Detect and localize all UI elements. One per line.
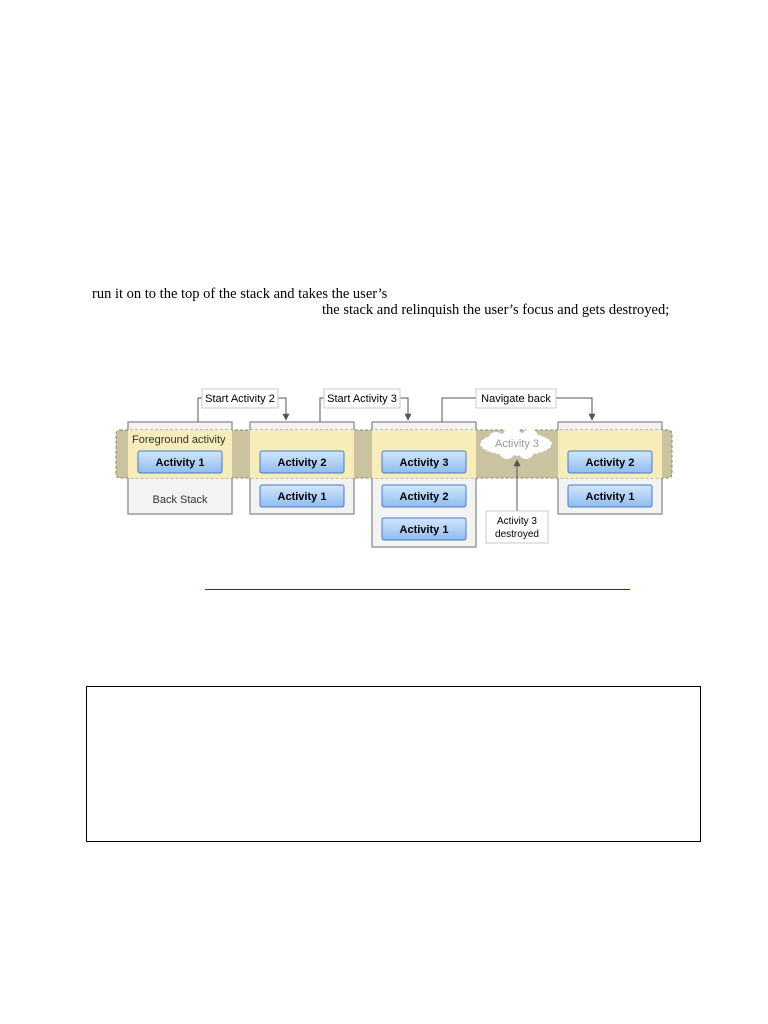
paragraph-line-1: run it on to the top of the stack and ta… <box>92 286 388 302</box>
foreground-activity-label: Foreground activity <box>132 434 226 446</box>
start-activity-2-label: Start Activity 2 <box>205 393 275 405</box>
empty-bordered-box <box>86 686 701 842</box>
activity-label: Activity 1 <box>278 491 327 503</box>
activity-back-stack-diagram: Foreground activity Activity 1 Back Stac… <box>112 384 676 554</box>
navigate-back-callout <box>475 388 557 409</box>
destroyed-note-line-1: Activity 3 <box>497 516 537 527</box>
activity-label: Activity 2 <box>278 457 327 469</box>
activity-box <box>567 450 653 474</box>
activity-label: Activity 2 <box>586 457 635 469</box>
activity-label: Activity 1 <box>586 491 635 503</box>
activity-label: Activity 1 <box>400 524 449 536</box>
activity-label: Activity 2 <box>400 491 449 503</box>
activity-box <box>567 484 653 508</box>
activity-box <box>381 517 467 541</box>
activity-label: Activity 1 <box>156 457 205 469</box>
start-activity-3-callout <box>323 388 401 409</box>
start-activity-2-callout <box>201 388 279 409</box>
activity-box <box>381 484 467 508</box>
activity-box <box>259 484 345 508</box>
hyperlink-underline[interactable] <box>205 589 630 590</box>
destroyed-cloud-label: Activity 3 <box>495 438 539 450</box>
paragraph-line-2: the stack and relinquish the user’s focu… <box>322 302 670 318</box>
destroyed-note-box <box>485 510 549 544</box>
activity-box <box>137 450 223 474</box>
destroyed-activity-cloud: Activity 3 <box>479 427 553 459</box>
activity-label: Activity 3 <box>400 457 449 469</box>
start-activity-2-connector <box>197 397 286 422</box>
activity-box <box>259 450 345 474</box>
start-activity-3-label: Start Activity 3 <box>327 393 397 405</box>
back-stack-label: Back Stack <box>152 494 208 506</box>
destroyed-note-line-2: destroyed <box>495 529 539 540</box>
activity-box <box>381 450 467 474</box>
navigate-back-label: Navigate back <box>481 393 551 405</box>
navigate-back-connector <box>441 397 592 422</box>
start-activity-3-connector <box>319 397 408 422</box>
